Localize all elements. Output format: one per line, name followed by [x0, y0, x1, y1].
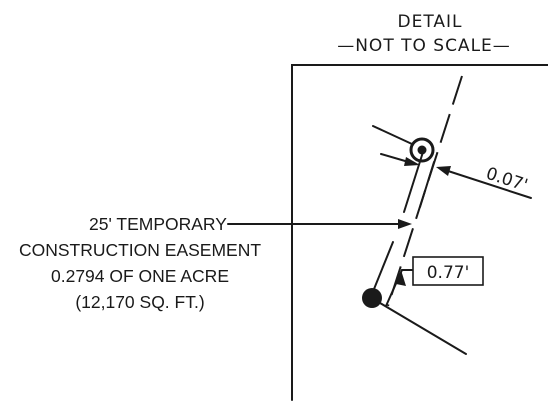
arrowhead-icon — [398, 219, 412, 229]
easement-label-line-3: 0.2794 OF ONE ACRE — [51, 266, 229, 286]
lower-property-line-lower — [374, 299, 467, 355]
arrowhead-icon — [436, 166, 451, 176]
easement-label-line-2: CONSTRUCTION EASEMENT — [19, 240, 261, 260]
upper-dimension-leader-right — [444, 169, 532, 199]
dimension-ext-line-right — [419, 161, 435, 208]
dimension-ext-line-left — [403, 151, 424, 213]
arrowhead-icon — [396, 270, 406, 286]
monument-ring-icon — [409, 137, 435, 163]
easement-label-line-1: 25' TEMPORARY — [89, 214, 227, 234]
not-to-scale-note: —NOT TO SCALE— — [337, 36, 511, 56]
monument-dot-icon — [362, 288, 382, 308]
monument-center-icon — [417, 145, 427, 155]
detail-title: DETAIL — [397, 12, 462, 32]
detail-frame — [291, 64, 548, 401]
lower-dimension-label: 0.77' — [427, 263, 470, 283]
arrowhead-icon — [404, 157, 420, 166]
lower-property-line-upper — [371, 241, 394, 295]
lower-dimension-box — [412, 256, 484, 286]
upper-property-line — [372, 125, 413, 145]
easement-label-line-4: (12,170 SQ. FT.) — [75, 292, 204, 312]
